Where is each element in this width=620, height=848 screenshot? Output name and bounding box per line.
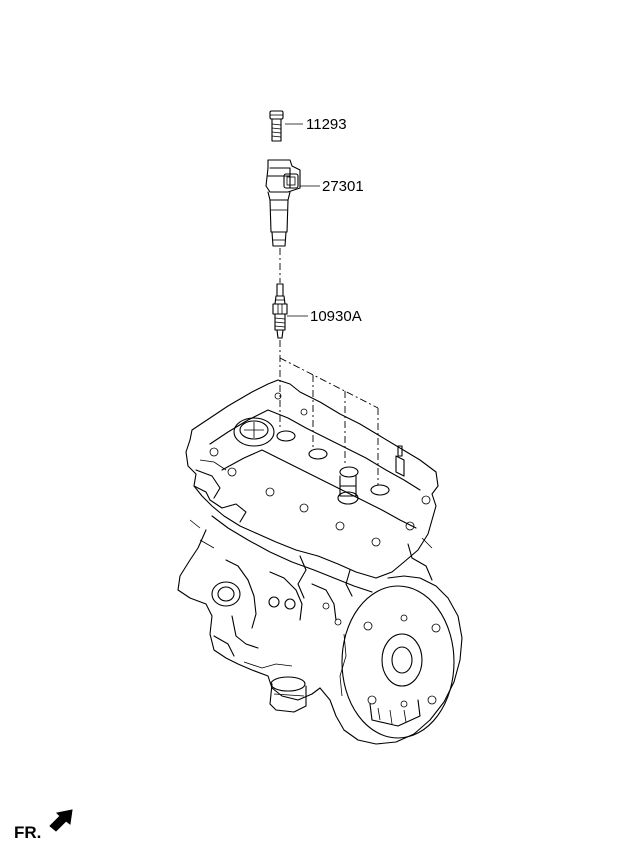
bolt-part[interactable] [269,110,284,142]
part-number-27301[interactable]: 27301 [322,178,364,195]
engine-assembly [177,379,463,745]
fr-label: FR. [14,823,41,842]
front-arrow-icon [49,809,73,832]
cylinder-locator-lines [279,340,379,485]
ignition-coil-part[interactable] [265,159,301,247]
spark-plug-part[interactable] [272,283,288,339]
part-number-11293[interactable]: 11293 [306,116,347,133]
part-number-10930A[interactable]: 10930A [310,308,362,325]
front-direction-indicator: FR. [14,809,73,842]
